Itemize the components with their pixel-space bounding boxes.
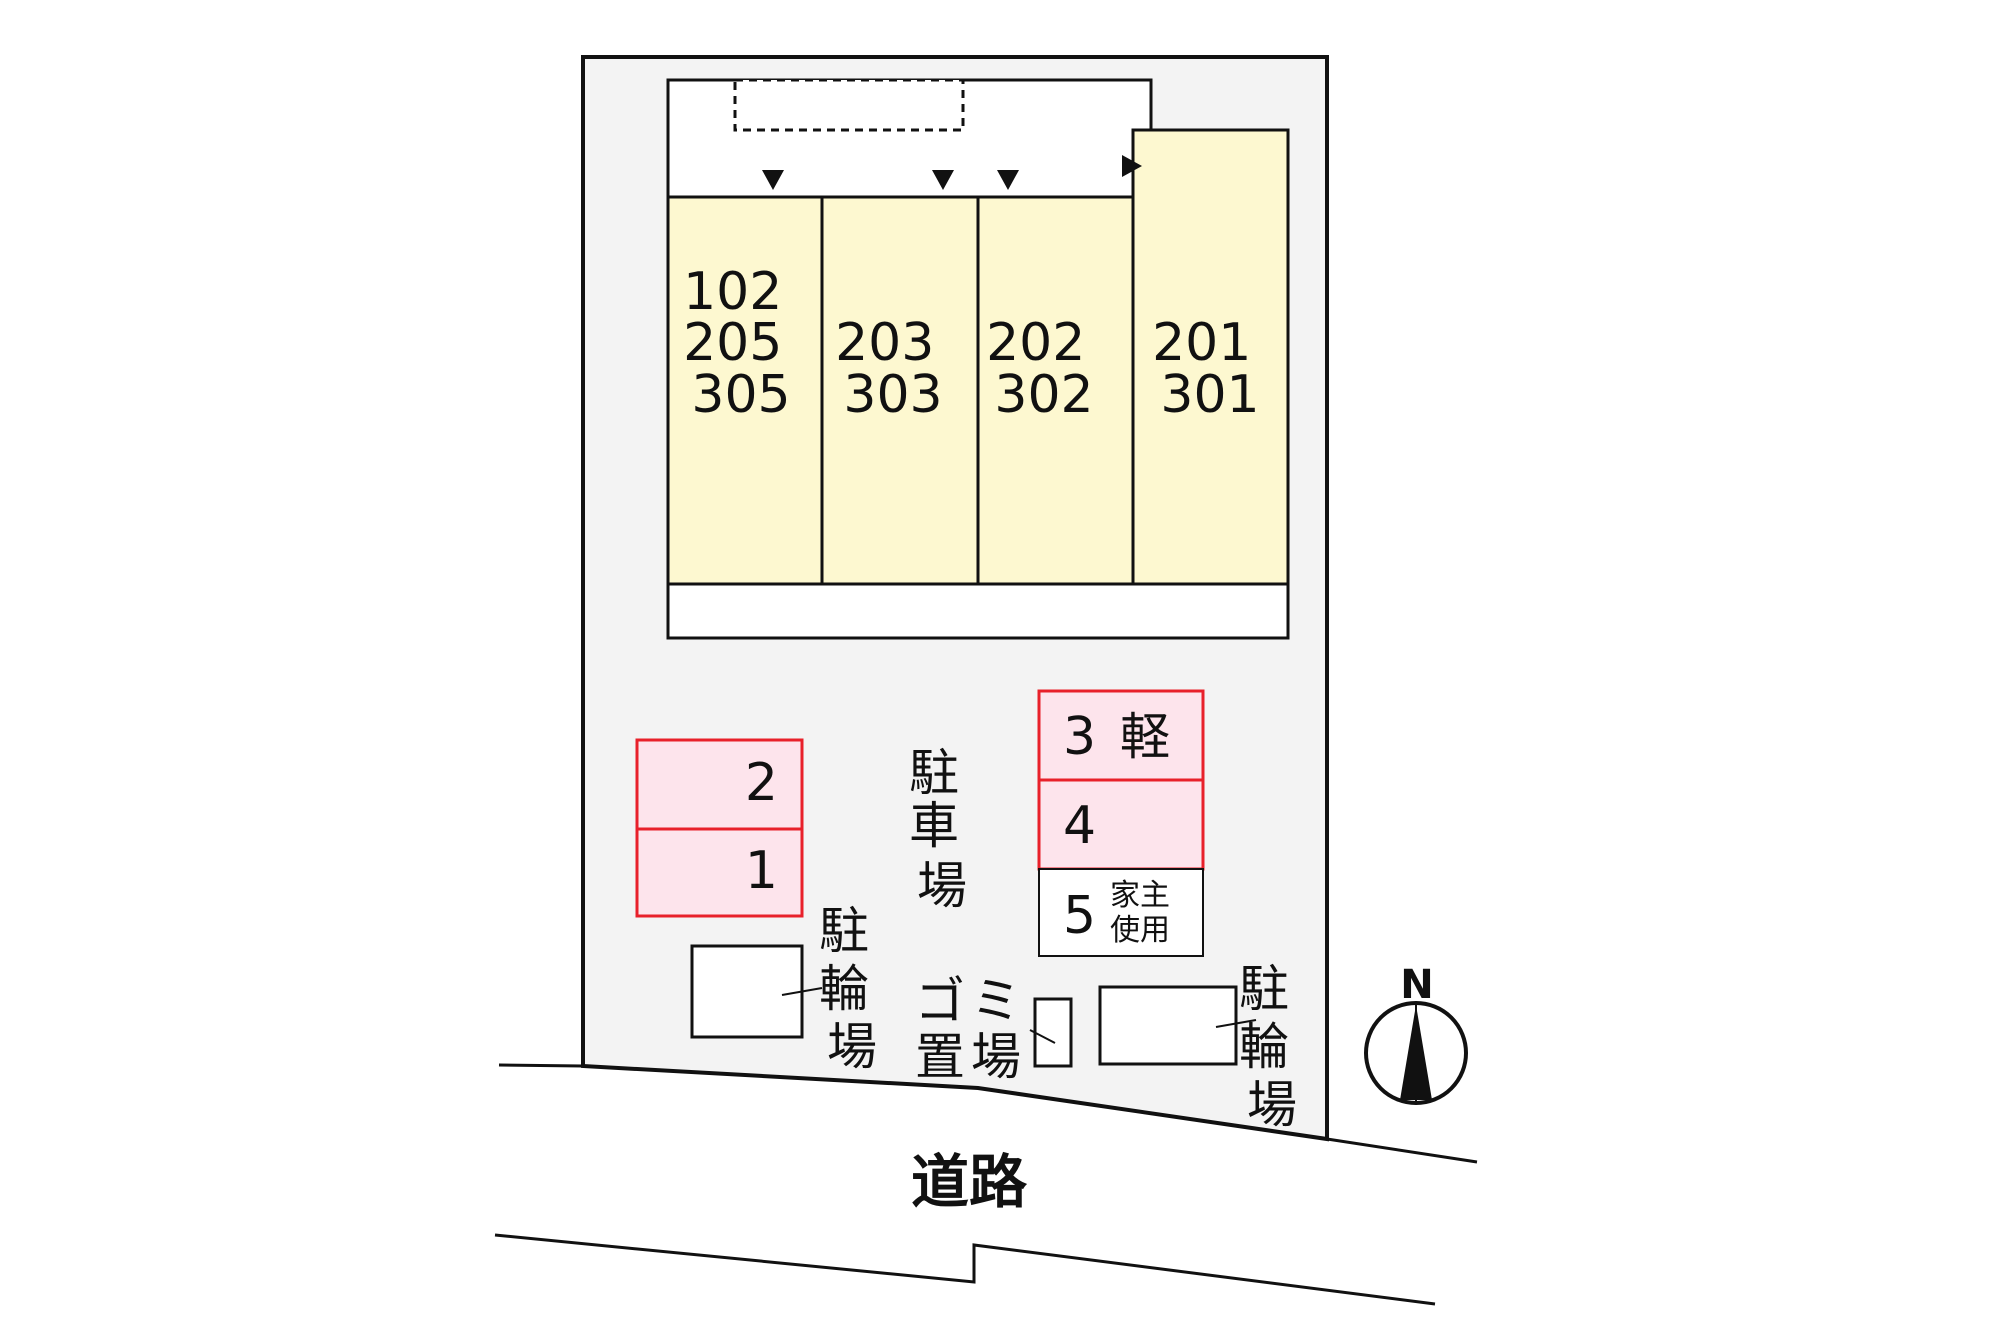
parking-note-owner: 家主 使用 <box>1110 878 1180 948</box>
garbage-area <box>1033 997 1073 1068</box>
parking-number-5: 5 <box>1063 886 1096 946</box>
north-label: N <box>1400 962 1433 1008</box>
unit-3 <box>976 195 1135 586</box>
bicycle-parking-left-label: 駐 輪 場 <box>819 902 885 1076</box>
road-edge-upper <box>498 1063 1478 1164</box>
entrance-arrow-icon <box>932 170 954 190</box>
entrance-arrow-icon <box>1122 155 1142 177</box>
dashed-area <box>733 78 965 132</box>
leader-line <box>1029 1029 1056 1044</box>
parking-number-1: 1 <box>745 841 778 901</box>
parking-space-1 <box>635 827 804 918</box>
unit-4-rooms: 201 301 <box>1152 313 1268 425</box>
unit-2 <box>820 195 980 586</box>
unit-3-rooms: 202 302 <box>986 313 1102 425</box>
parking-space-5 <box>1038 868 1204 957</box>
garbage-label: ゴミ 置場 <box>915 972 1049 1086</box>
bicycle-parking-right-label: 駐 輪 場 <box>1239 960 1305 1134</box>
road-edge-lower <box>494 1233 1436 1306</box>
balcony-strip <box>666 582 1290 640</box>
unit-1-rooms: 102 205 305 <box>683 262 799 425</box>
north-compass-icon: N <box>1364 962 1468 1105</box>
parking-note-kei: 軽 <box>1120 708 1170 766</box>
unit-4 <box>1131 128 1290 586</box>
parking-label: 駐 車 場 <box>909 744 975 915</box>
bicycle-parking-left <box>690 944 804 1039</box>
leader-line <box>1215 1019 1257 1028</box>
building: 102 205 305 203 303 202 302 201 301 <box>666 78 1290 640</box>
bicycle-parking-right <box>1098 985 1238 1066</box>
unit-1 <box>666 195 824 586</box>
parking-space-2 <box>635 738 804 831</box>
road-label: 道路 <box>911 1148 1028 1216</box>
parking-number-3: 3 <box>1063 707 1096 767</box>
parking-number-4: 4 <box>1063 796 1096 856</box>
parking-space-3 <box>1037 689 1205 782</box>
unit-2-rooms: 203 303 <box>835 313 951 425</box>
entrance-arrow-icon <box>762 170 784 190</box>
entrance-arrow-icon <box>997 170 1019 190</box>
parking-number-2: 2 <box>745 753 778 813</box>
leader-line <box>781 987 823 996</box>
